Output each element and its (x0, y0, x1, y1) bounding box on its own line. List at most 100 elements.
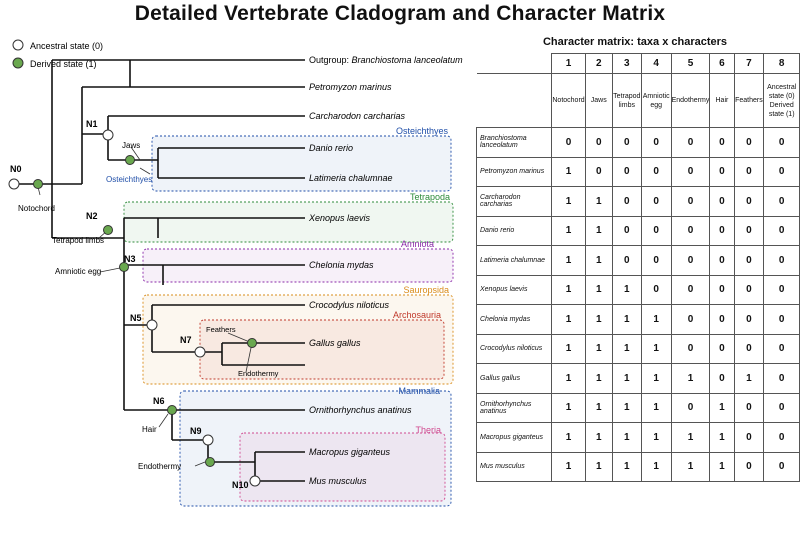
node-n3-label: N3 (124, 254, 136, 264)
node-n10-label: N10 (232, 480, 249, 490)
node-n2-label: N2 (86, 211, 98, 221)
taxon-cell: Chelonia mydas (475, 304, 553, 335)
taxon-cell: Mus musculus (475, 451, 553, 482)
node-n5-marker (146, 319, 158, 331)
trait-notochord: Notochord (18, 204, 55, 213)
matrix-cell: 0 (733, 333, 765, 364)
char-number: 1 (551, 53, 586, 74)
taxon-cell: Danio rerio (475, 215, 553, 246)
clade-label-sauropsida: Sauropsida (403, 285, 449, 295)
taxon-cell: Gallus gallus (475, 363, 553, 394)
clade-box-osteichthyes (151, 135, 452, 192)
jaws-marker (125, 155, 135, 165)
matrix-cell: 1 (551, 392, 586, 423)
legend-ancestral-label: Ancestral state (0) (30, 41, 103, 51)
matrix-cell: 0 (611, 215, 642, 246)
taxon-crocodylus: Crocodylus niloticus (309, 300, 390, 310)
matrix-cell: 0 (670, 392, 711, 423)
clade-label-tetrapoda: Tetrapoda (410, 192, 450, 202)
taxon-ornithorhynchus: Ornithorhynchus anatinus (309, 405, 412, 415)
matrix-cell: 0 (733, 304, 765, 335)
matrix-cell: 0 (670, 215, 711, 246)
taxon-danio: Danio rerio (309, 143, 353, 153)
matrix-cell: 1 (551, 304, 586, 335)
trait-endothermy-bird: Endothermy (238, 369, 279, 378)
matrix-cell: 1 (551, 451, 586, 482)
clade-box-mammalia (179, 390, 452, 507)
clade-label-theria: Theria (415, 425, 441, 435)
matrix-cell: 1 (640, 451, 672, 482)
matrix-cell: 1 (584, 274, 613, 305)
matrix-cell: 0 (584, 127, 613, 158)
char-number: 5 (670, 53, 711, 74)
char-number: 3 (611, 53, 642, 74)
matrix-cell: 0 (763, 186, 800, 217)
matrix-cell: 0 (670, 333, 711, 364)
matrix-cell: 0 (640, 186, 672, 217)
matrix-cell: 0 (763, 245, 800, 276)
clade-label-amniota: Amniota (401, 239, 434, 249)
clade-box-sauropsida (142, 294, 454, 385)
taxon-outgroup: Outgroup: Branchiostoma lanceolatum (309, 55, 463, 65)
taxon-latimeria: Latimeria chalumnae (309, 173, 393, 183)
matrix-cell: 1 (733, 363, 765, 394)
matrix-cell: 0 (733, 186, 765, 217)
cladogram: Ancestral state (0) Derived state (1) Os… (8, 39, 463, 507)
char-name: Ancestral state (0) Derived state (1) (763, 73, 800, 128)
matrix-cell: 1 (611, 304, 642, 335)
matrix-cell: 0 (611, 245, 642, 276)
matrix-cell: 0 (733, 392, 765, 423)
node-n7-label: N7 (180, 335, 192, 345)
matrix-cell: 0 (709, 304, 735, 335)
taxon-cell: Ornithorhynchus anatinus (475, 392, 553, 423)
matrix-cell: 1 (640, 333, 672, 364)
char-name: Endothermy (670, 73, 711, 128)
trait-jaws: Jaws (122, 141, 140, 150)
trait-tetrapod-limbs: Tetrapod limbs (52, 236, 104, 245)
clade-box-tetrapoda (123, 201, 454, 243)
matrix-cell: 1 (584, 186, 613, 217)
hair-marker (167, 405, 177, 415)
matrix-cell: 0 (670, 304, 711, 335)
matrix-cell: 1 (584, 392, 613, 423)
matrix-cell: 0 (763, 127, 800, 158)
matrix-cell: 0 (733, 451, 765, 482)
legend-derived-label: Derived state (1) (30, 59, 97, 69)
matrix-cell: 0 (733, 422, 765, 453)
matrix-cell: 1 (551, 156, 586, 187)
matrix-cell: 0 (640, 127, 672, 158)
tetrapod-limbs-marker (103, 225, 113, 235)
taxon-carcharodon: Carcharodon carcharias (309, 111, 406, 121)
matrix-cell: 1 (551, 215, 586, 246)
matrix-cell: 1 (584, 333, 613, 364)
matrix-cell: 0 (551, 127, 586, 158)
matrix-cell: 1 (551, 363, 586, 394)
matrix-cell: 0 (709, 363, 735, 394)
taxon-outgroup-prefix: Outgroup: (309, 55, 352, 65)
node-n7-marker (194, 346, 206, 358)
char-number: 8 (763, 53, 800, 74)
matrix-cell: 1 (584, 215, 613, 246)
clade-label-osteichthyes: Osteichthyes (396, 126, 449, 136)
matrix-cell: 1 (551, 422, 586, 453)
node-n9-marker (202, 434, 214, 446)
matrix-cell: 1 (611, 274, 642, 305)
matrix-cell: 1 (611, 422, 642, 453)
matrix-cell: 1 (670, 422, 711, 453)
char-name: Jaws (584, 73, 613, 128)
node-n0-marker (8, 178, 20, 190)
matrix-cell: 0 (670, 186, 711, 217)
char-number: 6 (709, 53, 735, 74)
taxon-cell: Crocodylus niloticus (475, 333, 553, 364)
char-number: 4 (640, 53, 672, 74)
clade-box-theria (239, 432, 446, 502)
matrix-cell: 0 (733, 245, 765, 276)
matrix-cell: 0 (611, 156, 642, 187)
matrix-cell: 0 (733, 274, 765, 305)
